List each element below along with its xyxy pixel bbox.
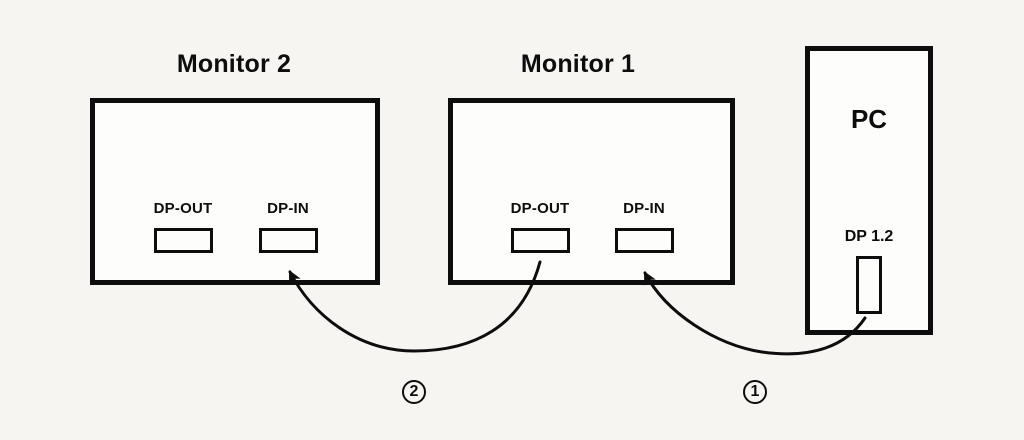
monitor2-box: DP-OUT DP-IN [90,98,380,285]
pc-dp12-port: DP 1.2 [810,228,928,314]
monitor2-dp-in-port: DP-IN [243,200,333,253]
pc-title: PC [850,104,888,134]
monitor1-dp-in-port: DP-IN [599,200,689,253]
cable-2-number-badge: 2 [402,380,426,404]
monitor1-dp-in-label: DP-IN [623,200,665,217]
monitor2-dp-out-port: DP-OUT [138,200,228,253]
monitor1-dp-out-socket [510,228,570,253]
monitor1-dp-in-socket [614,228,674,253]
monitor1-title: Monitor 1 [520,50,636,78]
monitor2-dp-in-socket [258,228,318,253]
monitor2-dp-in-label: DP-IN [267,200,309,217]
monitor1-dp-out-port: DP-OUT [495,200,585,253]
monitor2-title: Monitor 2 [176,50,292,78]
pc-dp12-label: DP 1.2 [844,228,894,245]
pc-box: PC DP 1.2 [805,46,933,335]
monitor1-box: DP-OUT DP-IN [448,98,735,285]
monitor2-dp-out-socket [153,228,213,253]
cable-1-number-badge: 1 [743,380,767,404]
monitor2-dp-out-label: DP-OUT [153,200,213,217]
monitor1-dp-out-label: DP-OUT [510,200,570,217]
pc-dp12-socket [856,256,882,314]
